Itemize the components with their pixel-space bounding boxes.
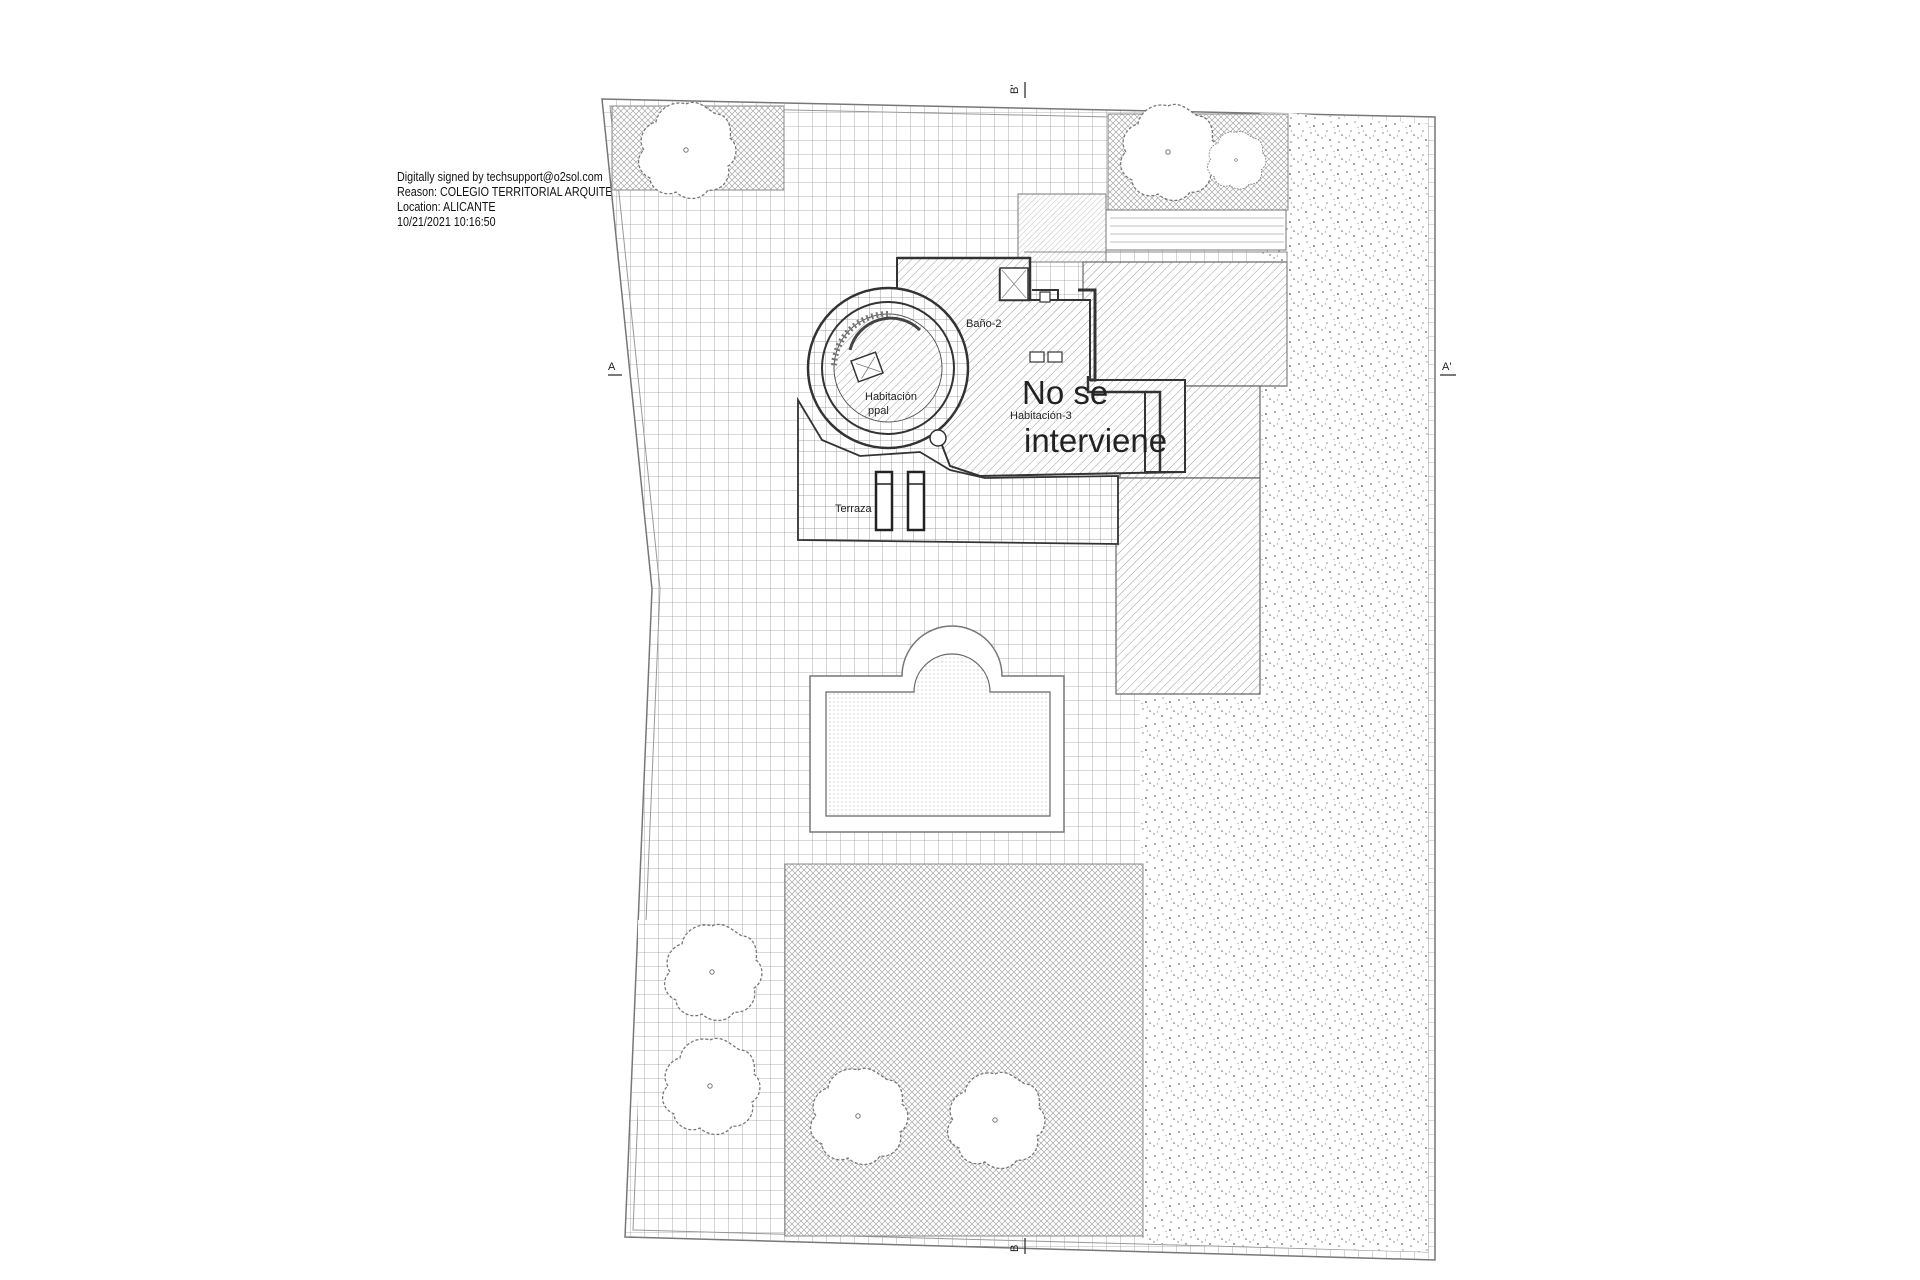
room-label-terraza: Terraza bbox=[835, 503, 873, 515]
section-mark-b-bottom: B bbox=[1009, 1245, 1021, 1252]
notice-no-intervention: No se bbox=[1022, 374, 1108, 411]
room-label-habitacion-ppal: Habitación bbox=[865, 391, 917, 403]
sun-lounger bbox=[874, 470, 894, 532]
section-mark-a-left: A bbox=[608, 361, 616, 373]
swimming-pool bbox=[825, 653, 1051, 817]
sun-lounger bbox=[906, 470, 926, 532]
room-label-habitacion-ppal: ppal bbox=[868, 405, 889, 417]
gravel-area-upper bbox=[1290, 114, 1428, 380]
section-mark-b-top: B' bbox=[1009, 85, 1021, 94]
existing-roof-upper bbox=[1082, 261, 1288, 387]
signature-line: 10/21/2021 10:16:50 bbox=[397, 215, 496, 229]
entry-block bbox=[1017, 193, 1107, 263]
signature-line: Location: ALICANTE bbox=[397, 200, 496, 214]
section-mark-a-right: A' bbox=[1442, 361, 1451, 373]
existing-roof-lower bbox=[1115, 477, 1261, 695]
room-label-habitacion-3: Habitación-3 bbox=[1010, 410, 1072, 422]
garden-patch-bottom bbox=[784, 863, 1144, 1237]
entry-steps bbox=[1105, 209, 1287, 251]
gravel-area bbox=[1140, 113, 1428, 1252]
room-label-bano: Baño-2 bbox=[966, 318, 1001, 330]
signature-line: Digitally signed by techsupport@o2sol.co… bbox=[397, 170, 603, 184]
notice-no-intervention: interviene bbox=[1024, 422, 1167, 459]
